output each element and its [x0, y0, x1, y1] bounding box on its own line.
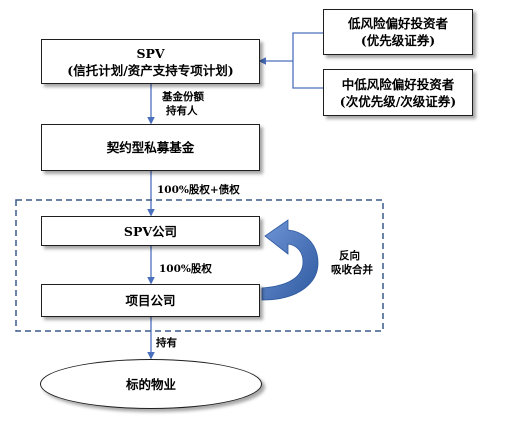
reverse-merger-label: 反向 吸收合并 [331, 249, 373, 277]
full-equity-label: 100%股权 [159, 263, 212, 275]
target-property-label: 标的物业 [125, 376, 176, 392]
project-company-box: 项目公司 [41, 284, 260, 317]
spv-plan-subtitle: (信托计划/资产支持专项计划) [67, 62, 234, 78]
holding-label: 持有 [156, 337, 177, 349]
dashed-group-border [15, 199, 384, 332]
equity-debt-label: 100%股权+债权 [157, 184, 240, 196]
target-property-ellipse: 标的物业 [40, 359, 262, 409]
fund-holder-line1: 基金份额 [162, 91, 204, 103]
spv-plan-box: SPV (信托计划/资产支持专项计划) [41, 39, 260, 84]
investor-connector [292, 32, 323, 89]
mezzanine-investor-subtitle: (次优先级/次级证券) [339, 93, 457, 109]
senior-investor-box: 低风险偏好投资者 (优先级证券) [323, 9, 473, 55]
mezzanine-investor-box: 中低风险偏好投资者 (次优先级/次级证券) [323, 69, 473, 116]
spv-plan-title: SPV [136, 45, 165, 61]
private-fund-label: 契约型私募基金 [106, 140, 195, 155]
private-fund-box: 契约型私募基金 [41, 124, 260, 171]
fund-holder-label: 基金份额 持有人 [162, 90, 204, 118]
senior-investor-subtitle: (优先级证券) [360, 33, 436, 48]
reverse-merger-line1: 反向 [339, 250, 360, 262]
reverse-merger-curved-arrow [261, 219, 319, 301]
mezzanine-investor-title: 中低风险偏好投资者 [341, 76, 455, 92]
project-company-label: 项目公司 [125, 293, 176, 308]
spv-company-label: SPV公司 [123, 223, 178, 239]
reverse-merger-line2: 吸收合并 [331, 264, 373, 276]
spv-company-box: SPV公司 [41, 216, 260, 246]
fund-holder-line2: 持有人 [166, 105, 198, 117]
senior-investor-title: 低风险偏好投资者 [347, 16, 448, 31]
